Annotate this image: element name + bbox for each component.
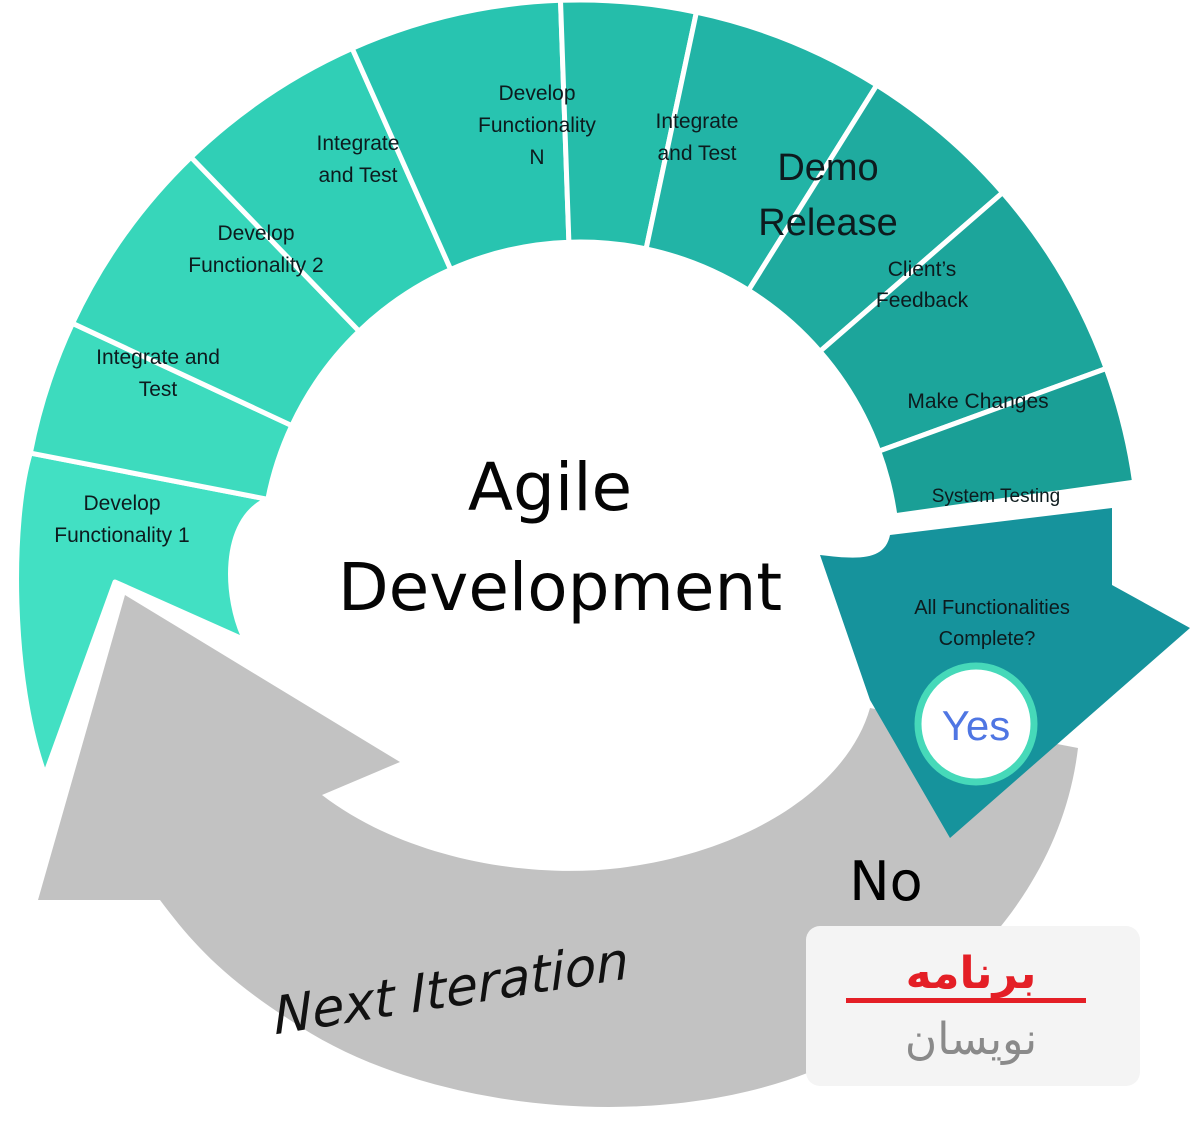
segment-label-develop-functionality-n-line2: Functionality: [478, 114, 596, 137]
segment-label-integrate-and-test-3-line1: Integrate: [656, 110, 739, 133]
segment-label-integrate-and-test-2-line1: Integrate: [317, 132, 400, 155]
segment-label-system-testing-line1: System Testing: [932, 486, 1060, 507]
segment-label-integrate-and-test-2-line2: and Test: [318, 164, 397, 187]
segment-label-clients-feedback-line1: Client’s: [888, 258, 956, 281]
segment-system-testing: [876, 366, 1138, 519]
yes-badge: [914, 662, 1038, 786]
segment-label-make-changes-line1: Make Changes: [907, 390, 1048, 413]
segment-label-demo-release-line2: Release: [758, 202, 897, 244]
segment-label-develop-functionality-n-line1: Develop: [498, 82, 575, 105]
yes-label: Yes: [942, 702, 1011, 749]
segment-label-develop-functionality-2-line2: Functionality 2: [188, 254, 323, 277]
segment-label-integrate-and-test-1-line1: Integrate and: [96, 346, 220, 369]
diagram-title-line1: Agile: [468, 449, 632, 526]
segment-label-demo-release-line1: Demo: [777, 147, 878, 189]
segment-label-integrate-and-test-1-line2: Test: [139, 378, 178, 401]
decision-label-line2: Complete?: [939, 628, 1036, 650]
segment-label-develop-functionality-1-line1: Develop: [83, 492, 160, 515]
logo-graphic: برنامه نویسان: [846, 948, 1086, 1065]
no-label: No: [849, 850, 922, 913]
segment-label-develop-functionality-2-line1: Develop: [217, 222, 294, 245]
segment-label-clients-feedback-line2: Feedback: [876, 289, 969, 312]
diagram-title-line2: Development: [338, 549, 782, 626]
segment-label-develop-functionality-1-line2: Functionality 1: [54, 524, 189, 547]
logo-line2: نویسان: [905, 1014, 1037, 1065]
watermark-logo: برنامه نویسان: [806, 926, 1140, 1086]
segment-label-integrate-and-test-3-line2: and Test: [657, 142, 736, 165]
decision-label-line1: All Functionalities: [914, 597, 1070, 619]
logo-line1: برنامه: [906, 948, 1037, 999]
segment-label-develop-functionality-n-line3: N: [529, 146, 544, 169]
